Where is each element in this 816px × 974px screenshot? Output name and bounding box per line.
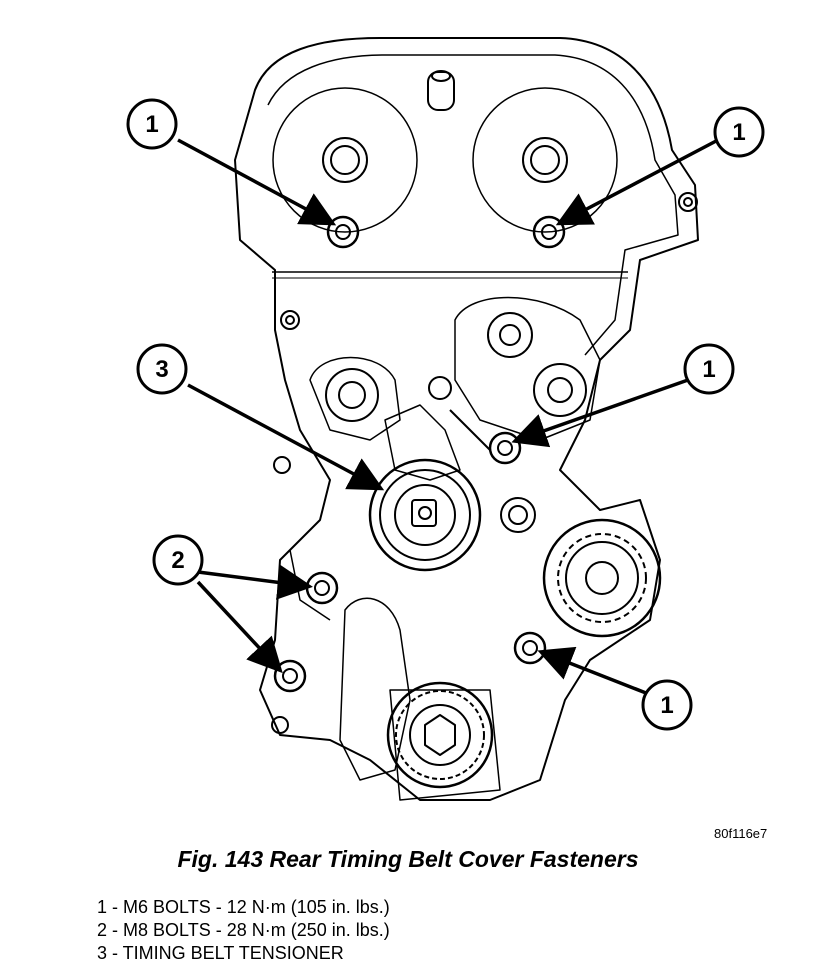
callout-circle <box>641 679 693 731</box>
timing-belt-tensioner <box>368 404 482 572</box>
legend: 1 - M6 BOLTS - 12 N·m (105 in. lbs.) 2 -… <box>97 896 390 965</box>
callout-number: 3 <box>155 356 168 383</box>
leader-arrow <box>511 378 689 448</box>
leader-arrow <box>187 383 385 491</box>
figure-caption: Fig. 143 Rear Timing Belt Cover Fastener… <box>177 846 639 872</box>
middle-right-bolt <box>488 431 522 465</box>
legend-item: 3 - TIMING BELT TENSIONER <box>97 943 344 963</box>
left-cam-opening <box>272 87 418 233</box>
leader-arrow <box>197 565 313 600</box>
callout-number: 1 <box>660 692 673 719</box>
callout-number: 1 <box>145 111 158 138</box>
toothed-gear <box>542 518 662 638</box>
leader-arrow <box>196 580 283 674</box>
upper-m8-bolt <box>305 571 339 605</box>
callout-circle <box>683 343 735 395</box>
callout-number: 1 <box>732 119 745 146</box>
leader-arrow <box>177 138 337 226</box>
callout-circle <box>126 98 178 150</box>
upper-left-bolt <box>326 215 360 249</box>
leader-arrow <box>537 646 647 695</box>
legend-item: 1 - M6 BOLTS - 12 N·m (105 in. lbs.) <box>97 897 390 917</box>
right-cam-opening <box>472 87 618 233</box>
leader-arrow <box>555 138 719 226</box>
legend-item: 2 - M8 BOLTS - 28 N·m (250 in. lbs.) <box>97 920 390 940</box>
upper-right-bolt <box>532 215 566 249</box>
callout-circle <box>713 106 765 158</box>
callout-number: 2 <box>171 547 184 574</box>
lower-m8-bolt <box>273 659 307 693</box>
crankshaft-sprocket <box>386 681 501 801</box>
lower-right-bolt <box>513 631 547 665</box>
callout-number: 1 <box>702 356 715 383</box>
figure-reference-code: 80f116e7 <box>714 826 768 841</box>
callout-circle <box>136 343 188 395</box>
timing-cover-illustration: 1 1 3 1 2 1 <box>126 37 765 801</box>
callout-circle <box>152 534 204 586</box>
